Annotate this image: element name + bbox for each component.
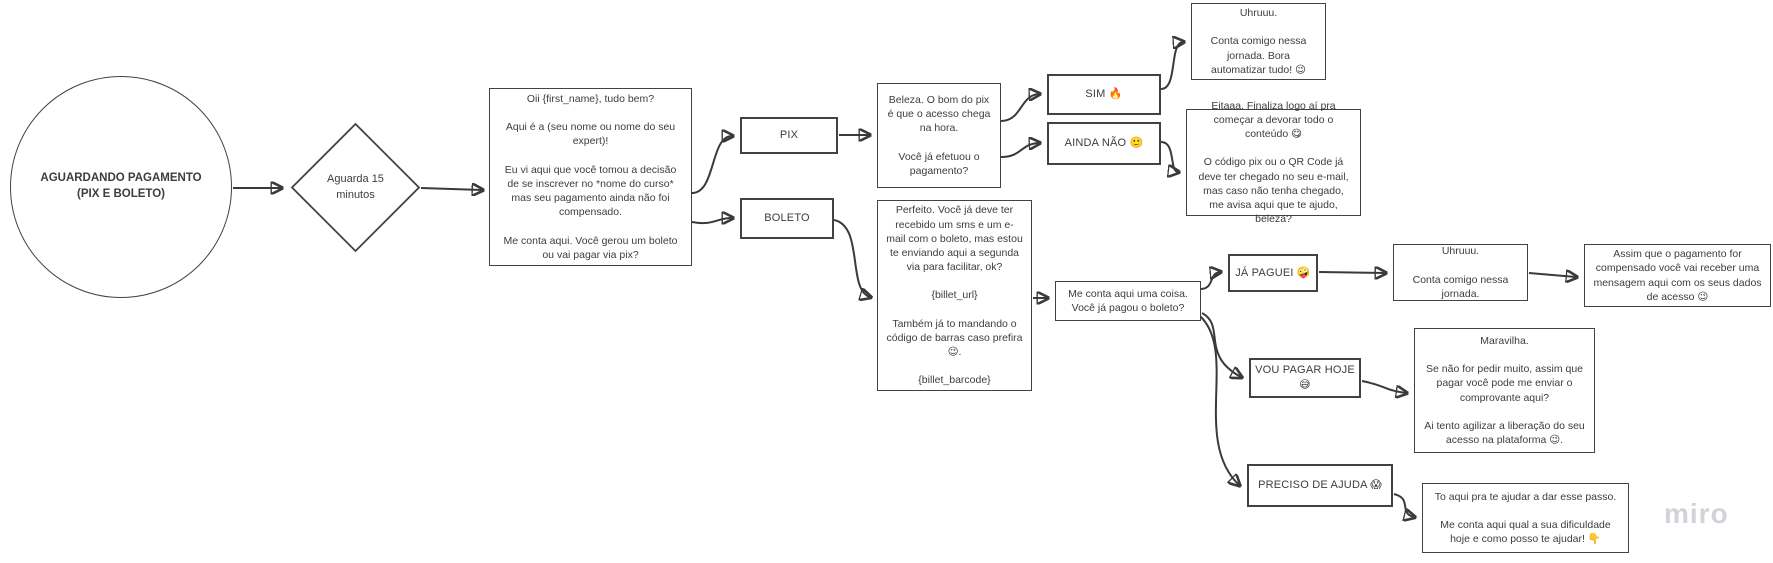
connector-preciso-ajuda [1393, 493, 1414, 517]
preciso-ajuda-option-button[interactable]: PRECISO DE AJUDA 😱 [1247, 464, 1393, 507]
access-info-text: Assim que o pagamento for compensado voc… [1593, 248, 1762, 303]
sim-option-label: SIM 🔥 [1085, 88, 1123, 101]
connector-japaguei-uhruuu2 [1318, 272, 1385, 273]
ja-paguei-reply-node[interactable]: Uhruuu. Conta comigo nessa jornada. [1393, 244, 1528, 301]
connector-sim-uhruuu [1160, 42, 1183, 90]
connector-pergunta-voupagar [1201, 312, 1241, 377]
connector-pergunta-preciso [1199, 315, 1239, 485]
start-node-label: AGUARDANDO PAGAMENTO (PIX E BOLETO) [40, 172, 202, 200]
preciso-ajuda-option-label: PRECISO DE AJUDA 😱 [1258, 479, 1382, 492]
access-info-node[interactable]: Assim que o pagamento for compensado voc… [1584, 244, 1771, 307]
connector-question-aindanao [1000, 143, 1039, 158]
connector-aindanao-eitaaa [1160, 141, 1178, 172]
sim-reply-node[interactable]: Uhruuu. Conta comigo nessa jornada. Bora… [1191, 3, 1326, 80]
diamond-shape [290, 122, 421, 253]
boleto-message-text: Perfeito. Você já deve ter recebido um s… [886, 204, 1023, 387]
ajuda-reply-text: To aqui pra te ajudar a dar esse passo. … [1434, 490, 1617, 546]
connector-intro-boleto [691, 218, 732, 223]
connector-uhruuu2-acesso [1528, 273, 1576, 277]
vou-pagar-reply-node[interactable]: Maravilha. Se não for pedir muito, assim… [1414, 328, 1595, 453]
connector-intro-pix [691, 136, 732, 194]
ainda-nao-reply-text: Eitaaa. Finaliza logo aí pra começar a d… [1198, 99, 1349, 226]
boleto-option-button[interactable]: BOLETO [740, 198, 834, 239]
pix-question-node[interactable]: Beleza. O bom do pix é que o acesso cheg… [877, 83, 1001, 188]
ja-paguei-option-button[interactable]: JÁ PAGUEI 🤪 [1228, 254, 1318, 292]
ja-paguei-option-label: JÁ PAGUEI 🤪 [1235, 266, 1311, 279]
intro-message-node[interactable]: Oii {first_name}, tudo bem? Aqui é a (se… [489, 88, 692, 266]
wait-diamond-node[interactable]: Aguarda 15 minutos [290, 122, 421, 253]
vou-pagar-option-label: VOU PAGAR HOJE 😅 [1255, 364, 1355, 391]
vou-pagar-option-button[interactable]: VOU PAGAR HOJE 😅 [1249, 358, 1361, 398]
boleto-option-label: BOLETO [764, 212, 810, 225]
miro-watermark-logo: miro [1664, 498, 1729, 529]
connector-voupagar-maravilha [1361, 380, 1406, 393]
connector-question-sim [1000, 94, 1039, 122]
pix-question-text: Beleza. O bom do pix é que o acesso cheg… [887, 93, 991, 177]
connector-wait-intro [420, 188, 482, 190]
sim-reply-text: Uhruuu. Conta comigo nessa jornada. Bora… [1210, 7, 1307, 76]
pix-option-button[interactable]: PIX [740, 117, 838, 154]
boleto-message-node[interactable]: Perfeito. Você já deve ter recebido um s… [877, 200, 1032, 391]
ainda-nao-option-label: AINDA NÃO 🙂 [1064, 137, 1144, 150]
sim-option-button[interactable]: SIM 🔥 [1047, 74, 1161, 115]
connector-boleto-perfeito [833, 219, 870, 297]
start-node-aguardando-pagamento[interactable]: AGUARDANDO PAGAMENTO (PIX E BOLETO) [10, 76, 232, 298]
boleto-question-text: Me conta aqui uma coisa. Você já pagou o… [1068, 287, 1188, 314]
ainda-nao-option-button[interactable]: AINDA NÃO 🙂 [1047, 122, 1161, 165]
boleto-question-node[interactable]: Me conta aqui uma coisa. Você já pagou o… [1055, 281, 1201, 321]
wait-diamond-label: Aguarda 15 minutos [327, 173, 384, 201]
intro-message-text: Oii {first_name}, tudo bem? Aqui é a (se… [503, 92, 678, 261]
pix-option-label: PIX [779, 129, 799, 142]
ja-paguei-reply-text: Uhruuu. Conta comigo nessa jornada. [1412, 245, 1509, 300]
vou-pagar-reply-text: Maravilha. Se não for pedir muito, assim… [1424, 334, 1585, 447]
connector-pergunta-japaguei [1200, 272, 1220, 290]
ainda-nao-reply-node[interactable]: Eitaaa. Finaliza logo aí pra começar a d… [1186, 100, 1361, 225]
ajuda-reply-node[interactable]: To aqui pra te ajudar a dar esse passo. … [1422, 483, 1629, 553]
